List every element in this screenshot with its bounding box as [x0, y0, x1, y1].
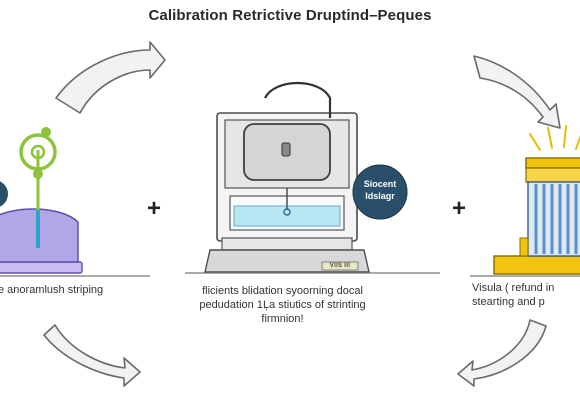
- left-device: [0, 127, 150, 277]
- badge-label: Siocent Idslagr: [352, 178, 408, 202]
- center-device: [185, 81, 440, 274]
- flow-arrow-bottom-left: [43, 324, 141, 387]
- caption-right-line-2: stearting and p: [472, 296, 545, 308]
- caption-right-line-1: Visula ( refund in: [472, 282, 555, 294]
- plus-sign-left: +: [147, 195, 162, 222]
- caption-left: e anoramlush striping: [0, 283, 128, 297]
- caption-center: flicients blidation syoorning docal pedu…: [180, 284, 385, 326]
- caption-center-line-2: pedudation 1Ļa stiutics of strinting: [199, 299, 366, 311]
- meter-label: VIIS III: [329, 263, 351, 269]
- plus-sign-right: +: [452, 195, 467, 222]
- flow-arrow-top-right: [473, 55, 561, 129]
- badge-line-1: Siocent: [363, 179, 397, 189]
- badge-line-2: Idslagr: [365, 191, 395, 201]
- caption-center-line-1: flicients blidation syoorning docal: [202, 285, 363, 297]
- right-device: [470, 125, 580, 277]
- page-title: Calibration Retrictive Druptind–Peques: [148, 7, 432, 24]
- flow-arrow-top-left: [55, 41, 166, 114]
- flow-arrow-bottom-right: [457, 319, 547, 387]
- caption-left-line-1: e anoramlush striping: [0, 284, 104, 296]
- caption-right: Visula ( refund in stearting and p: [472, 281, 580, 309]
- caption-center-line-3: firmnion!: [261, 313, 304, 325]
